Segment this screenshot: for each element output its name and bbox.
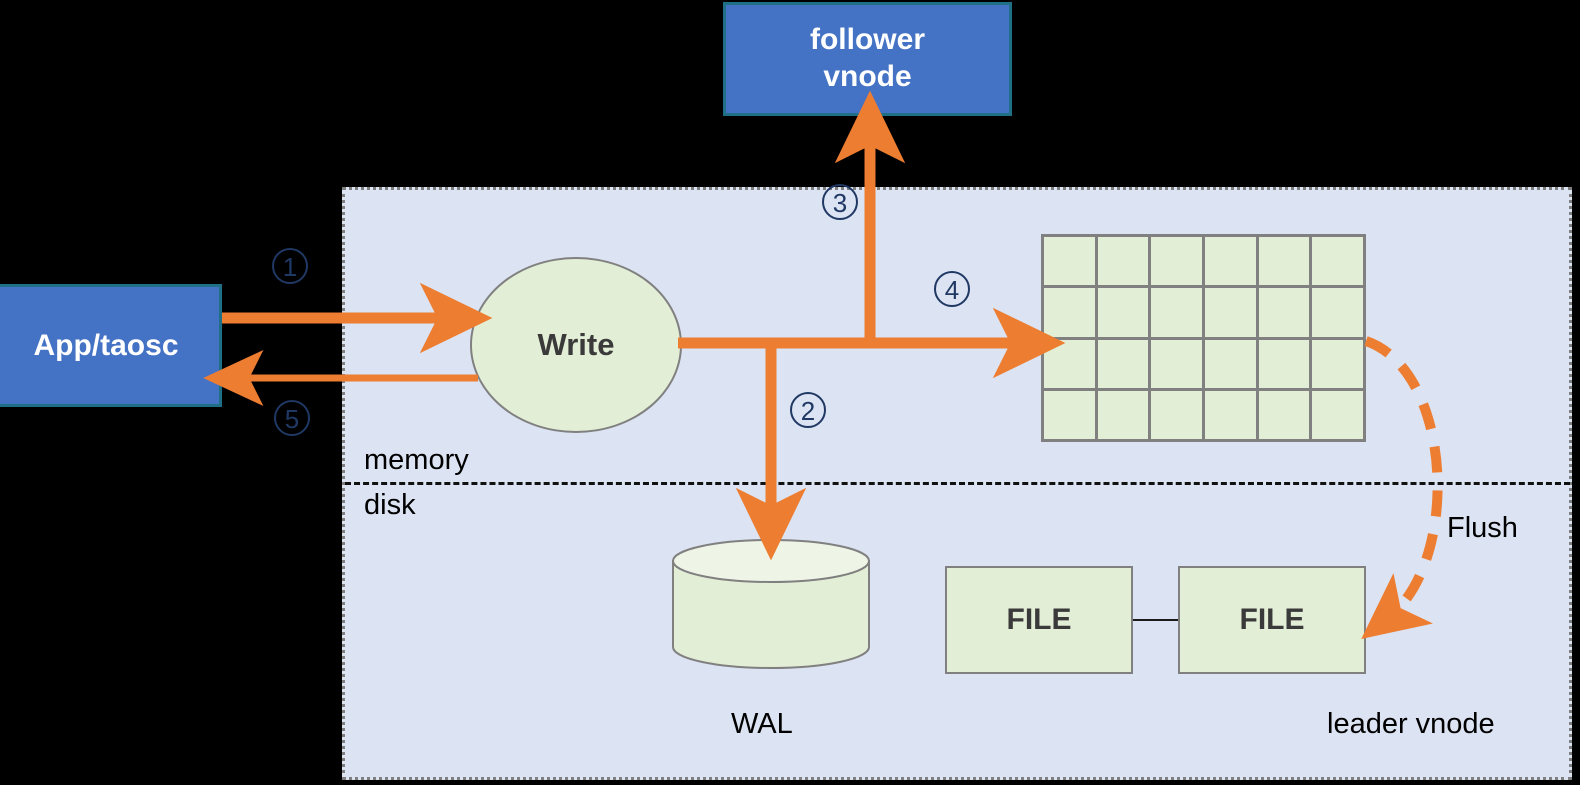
app-taosc-box[interactable]: App/taosc <box>0 284 222 407</box>
wal-cylinder <box>672 539 870 669</box>
memtable-cell <box>1044 237 1098 289</box>
memtable-cell <box>1312 339 1366 391</box>
memtable-cell <box>1097 390 1152 442</box>
memtable-cell <box>1258 237 1313 289</box>
memtable-cell <box>1258 288 1313 340</box>
follower-vnode-box[interactable]: follower vnode <box>723 2 1012 116</box>
memory-label: memory <box>364 444 469 476</box>
memtable-cell <box>1097 288 1152 340</box>
memtable-cell <box>1151 339 1205 391</box>
memtable-cell <box>1044 339 1098 391</box>
flush-label: Flush <box>1447 512 1518 544</box>
leader-vnode-label: leader vnode <box>1327 708 1495 740</box>
memtable-cell <box>1312 237 1366 289</box>
memtable-cell <box>1205 339 1259 391</box>
step-number-4: 4 <box>934 271 970 307</box>
file-box-2[interactable]: FILE <box>1178 566 1366 674</box>
write-node[interactable]: Write <box>470 257 682 433</box>
app-taosc-label: App/taosc <box>33 328 179 362</box>
memtable-cell <box>1205 390 1259 442</box>
memtable-cell <box>1312 390 1366 442</box>
memtable-cell <box>1205 237 1259 289</box>
step-number-3: 3 <box>822 184 858 220</box>
step-number-5: 5 <box>274 400 310 436</box>
memtable-cell <box>1312 288 1366 340</box>
memtable-cell <box>1097 339 1152 391</box>
memtable-cell <box>1258 339 1313 391</box>
memtable-cell <box>1258 390 1313 442</box>
memtable-cell <box>1205 288 1259 340</box>
write-node-label: Write <box>537 327 615 362</box>
memtable-cell <box>1151 288 1205 340</box>
step-number-2: 2 <box>790 392 826 428</box>
memtable-cell <box>1151 390 1205 442</box>
follower-vnode-label: follower vnode <box>809 23 925 93</box>
memtable-grid <box>1041 234 1366 442</box>
memtable-cell <box>1044 390 1098 442</box>
memtable-cell <box>1097 237 1152 289</box>
file-box-1-label: FILE <box>1006 603 1072 636</box>
disk-label: disk <box>364 489 416 521</box>
memtable-cell <box>1044 288 1098 340</box>
file-connector-line <box>1133 619 1178 621</box>
file-box-2-label: FILE <box>1239 603 1305 636</box>
memtable-cell <box>1151 237 1205 289</box>
file-box-1[interactable]: FILE <box>945 566 1133 674</box>
wal-label: WAL <box>731 708 793 740</box>
step-number-1: 1 <box>272 248 308 284</box>
memory-disk-divider <box>345 482 1570 485</box>
